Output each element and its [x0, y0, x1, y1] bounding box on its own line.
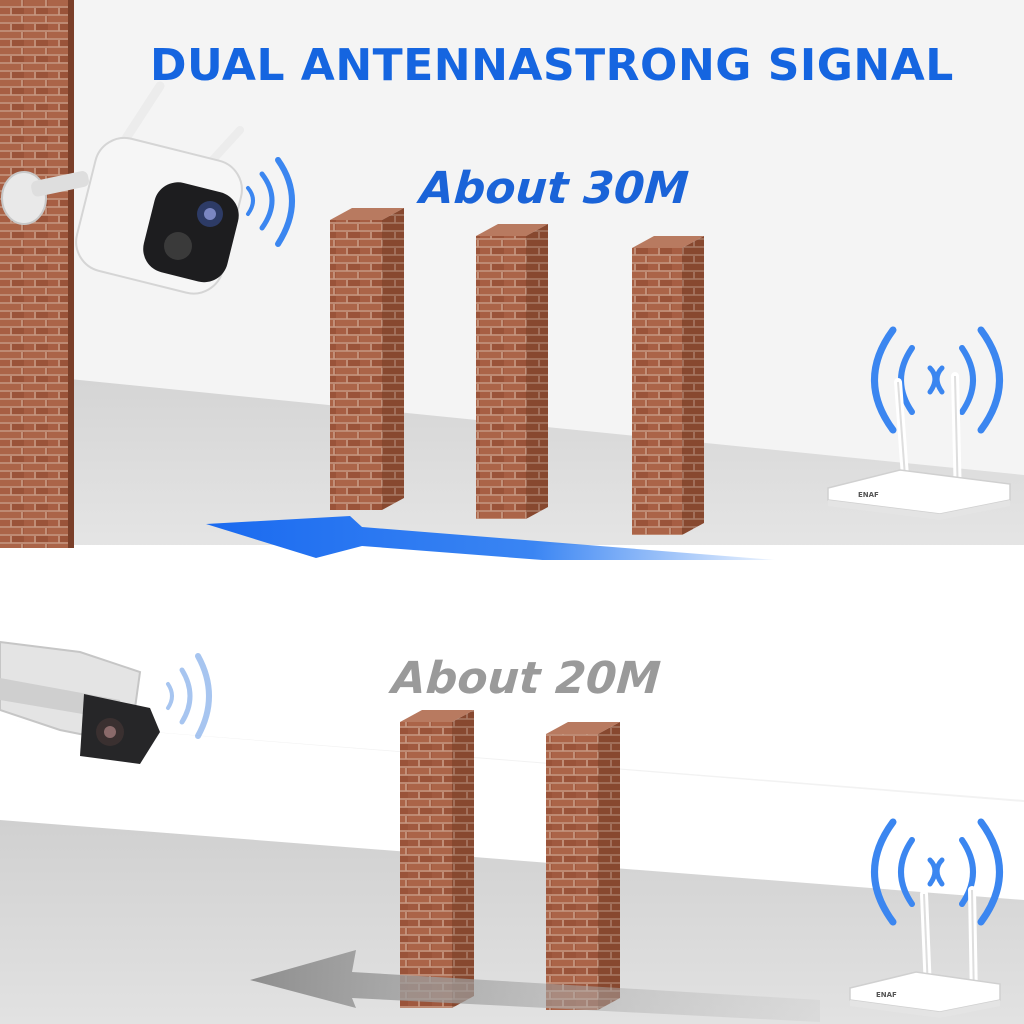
wifi-signal-icon [871, 326, 1003, 434]
brick-wall-icon [632, 236, 704, 535]
bullet-camera-icon [0, 640, 160, 764]
distance-label-bottom: About 20M [390, 653, 663, 704]
arrow-icon [250, 950, 820, 1022]
wifi-signal-icon [166, 653, 212, 739]
floor [0, 820, 1024, 1024]
top-scene: ENAF [0, 0, 1024, 560]
router-brand: ENAF [858, 491, 879, 499]
comparison-top-panel: ENAF DUAL ANTENNASTRONG SIGNAL About 30M [0, 0, 1024, 560]
router-icon: ENAF [849, 886, 1001, 1018]
distance-label-top: About 30M [418, 163, 691, 214]
brick-wall-icon [546, 722, 620, 1010]
brick-building-wall [0, 0, 74, 548]
wifi-signal-icon [246, 157, 295, 247]
arrow-icon [206, 516, 775, 560]
router-brand: ENAF [876, 991, 897, 999]
bottom-scene: ENAF [0, 560, 1024, 1024]
comparison-bottom-panel: ENAF [0, 560, 1024, 1024]
brick-wall-icon [476, 224, 548, 519]
brick-wall-icon [330, 208, 404, 510]
wifi-signal-icon [871, 818, 1003, 926]
headline: DUAL ANTENNASTRONG SIGNAL [150, 40, 954, 91]
brick-wall-icon [400, 710, 474, 1008]
camera-icon [1, 81, 244, 295]
router-icon: ENAF [827, 372, 1011, 520]
